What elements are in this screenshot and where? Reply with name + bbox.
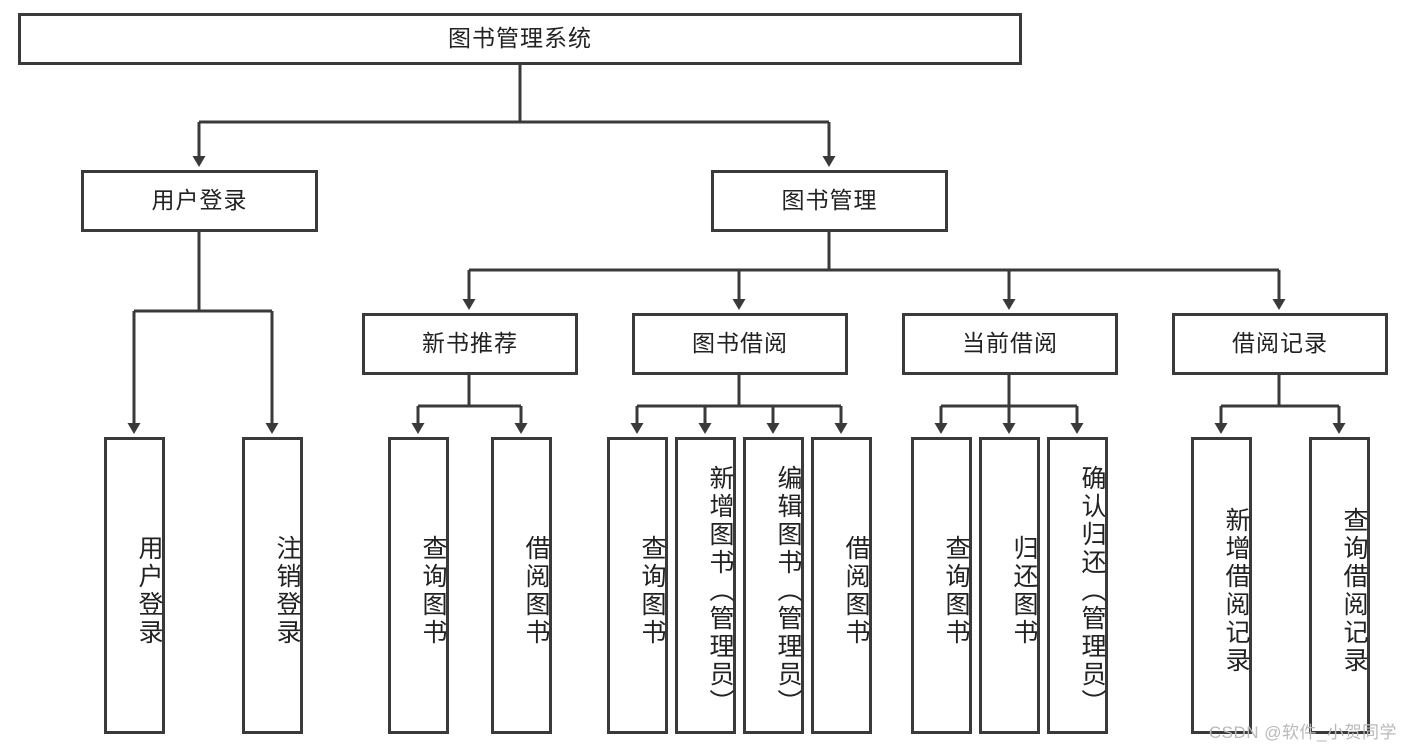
leaf-label: 新增图书（管理员） [706, 464, 734, 717]
leaf-label: 查询借阅记录 [1340, 506, 1368, 675]
leaf-label: 查询图书 [419, 534, 447, 647]
leaf-user-login-signout[interactable]: 注销登录 [242, 437, 303, 734]
leaf-label: 借阅图书 [522, 534, 550, 647]
leaf-label: 确认归还（管理员） [1078, 464, 1106, 717]
leaf-current-confirm-return-admin[interactable]: 确认归还（管理员） [1047, 437, 1108, 734]
leaf-record-query-record[interactable]: 查询借阅记录 [1309, 437, 1370, 734]
leaf-label: 编辑图书（管理员） [774, 464, 802, 717]
leaf-label: 归还图书 [1010, 534, 1038, 647]
leaf-borrow-edit-book-admin[interactable]: 编辑图书（管理员） [743, 437, 804, 734]
node-current-borrow[interactable]: 当前借阅 [902, 313, 1118, 375]
leaf-label: 查询图书 [638, 534, 666, 647]
leaf-recommend-borrow-book[interactable]: 借阅图书 [491, 437, 552, 734]
leaf-user-login-signin[interactable]: 用户登录 [104, 437, 165, 734]
node-book-borrow[interactable]: 图书借阅 [632, 313, 848, 375]
leaf-label: 注销登录 [273, 534, 301, 647]
node-user-login[interactable]: 用户登录 [81, 170, 318, 232]
leaf-label: 用户登录 [135, 534, 163, 647]
leaf-record-add-record[interactable]: 新增借阅记录 [1191, 437, 1252, 734]
node-book-management[interactable]: 图书管理 [711, 170, 948, 232]
leaf-current-return-book[interactable]: 归还图书 [979, 437, 1040, 734]
csdn-watermark: CSDN @软件_小贺同学 [1208, 723, 1397, 742]
node-borrow-record[interactable]: 借阅记录 [1172, 313, 1388, 375]
leaf-borrow-borrow-book[interactable]: 借阅图书 [811, 437, 872, 734]
leaf-label: 新增借阅记录 [1222, 506, 1250, 675]
leaf-label: 借阅图书 [842, 534, 870, 647]
leaf-recommend-query-book[interactable]: 查询图书 [388, 437, 449, 734]
leaf-label: 查询图书 [942, 534, 970, 647]
leaf-borrow-query-book[interactable]: 查询图书 [607, 437, 668, 734]
node-root-system[interactable]: 图书管理系统 [18, 13, 1022, 65]
leaf-current-query-book[interactable]: 查询图书 [911, 437, 972, 734]
leaf-borrow-add-book-admin[interactable]: 新增图书（管理员） [675, 437, 736, 734]
node-new-book-recommend[interactable]: 新书推荐 [362, 313, 578, 375]
